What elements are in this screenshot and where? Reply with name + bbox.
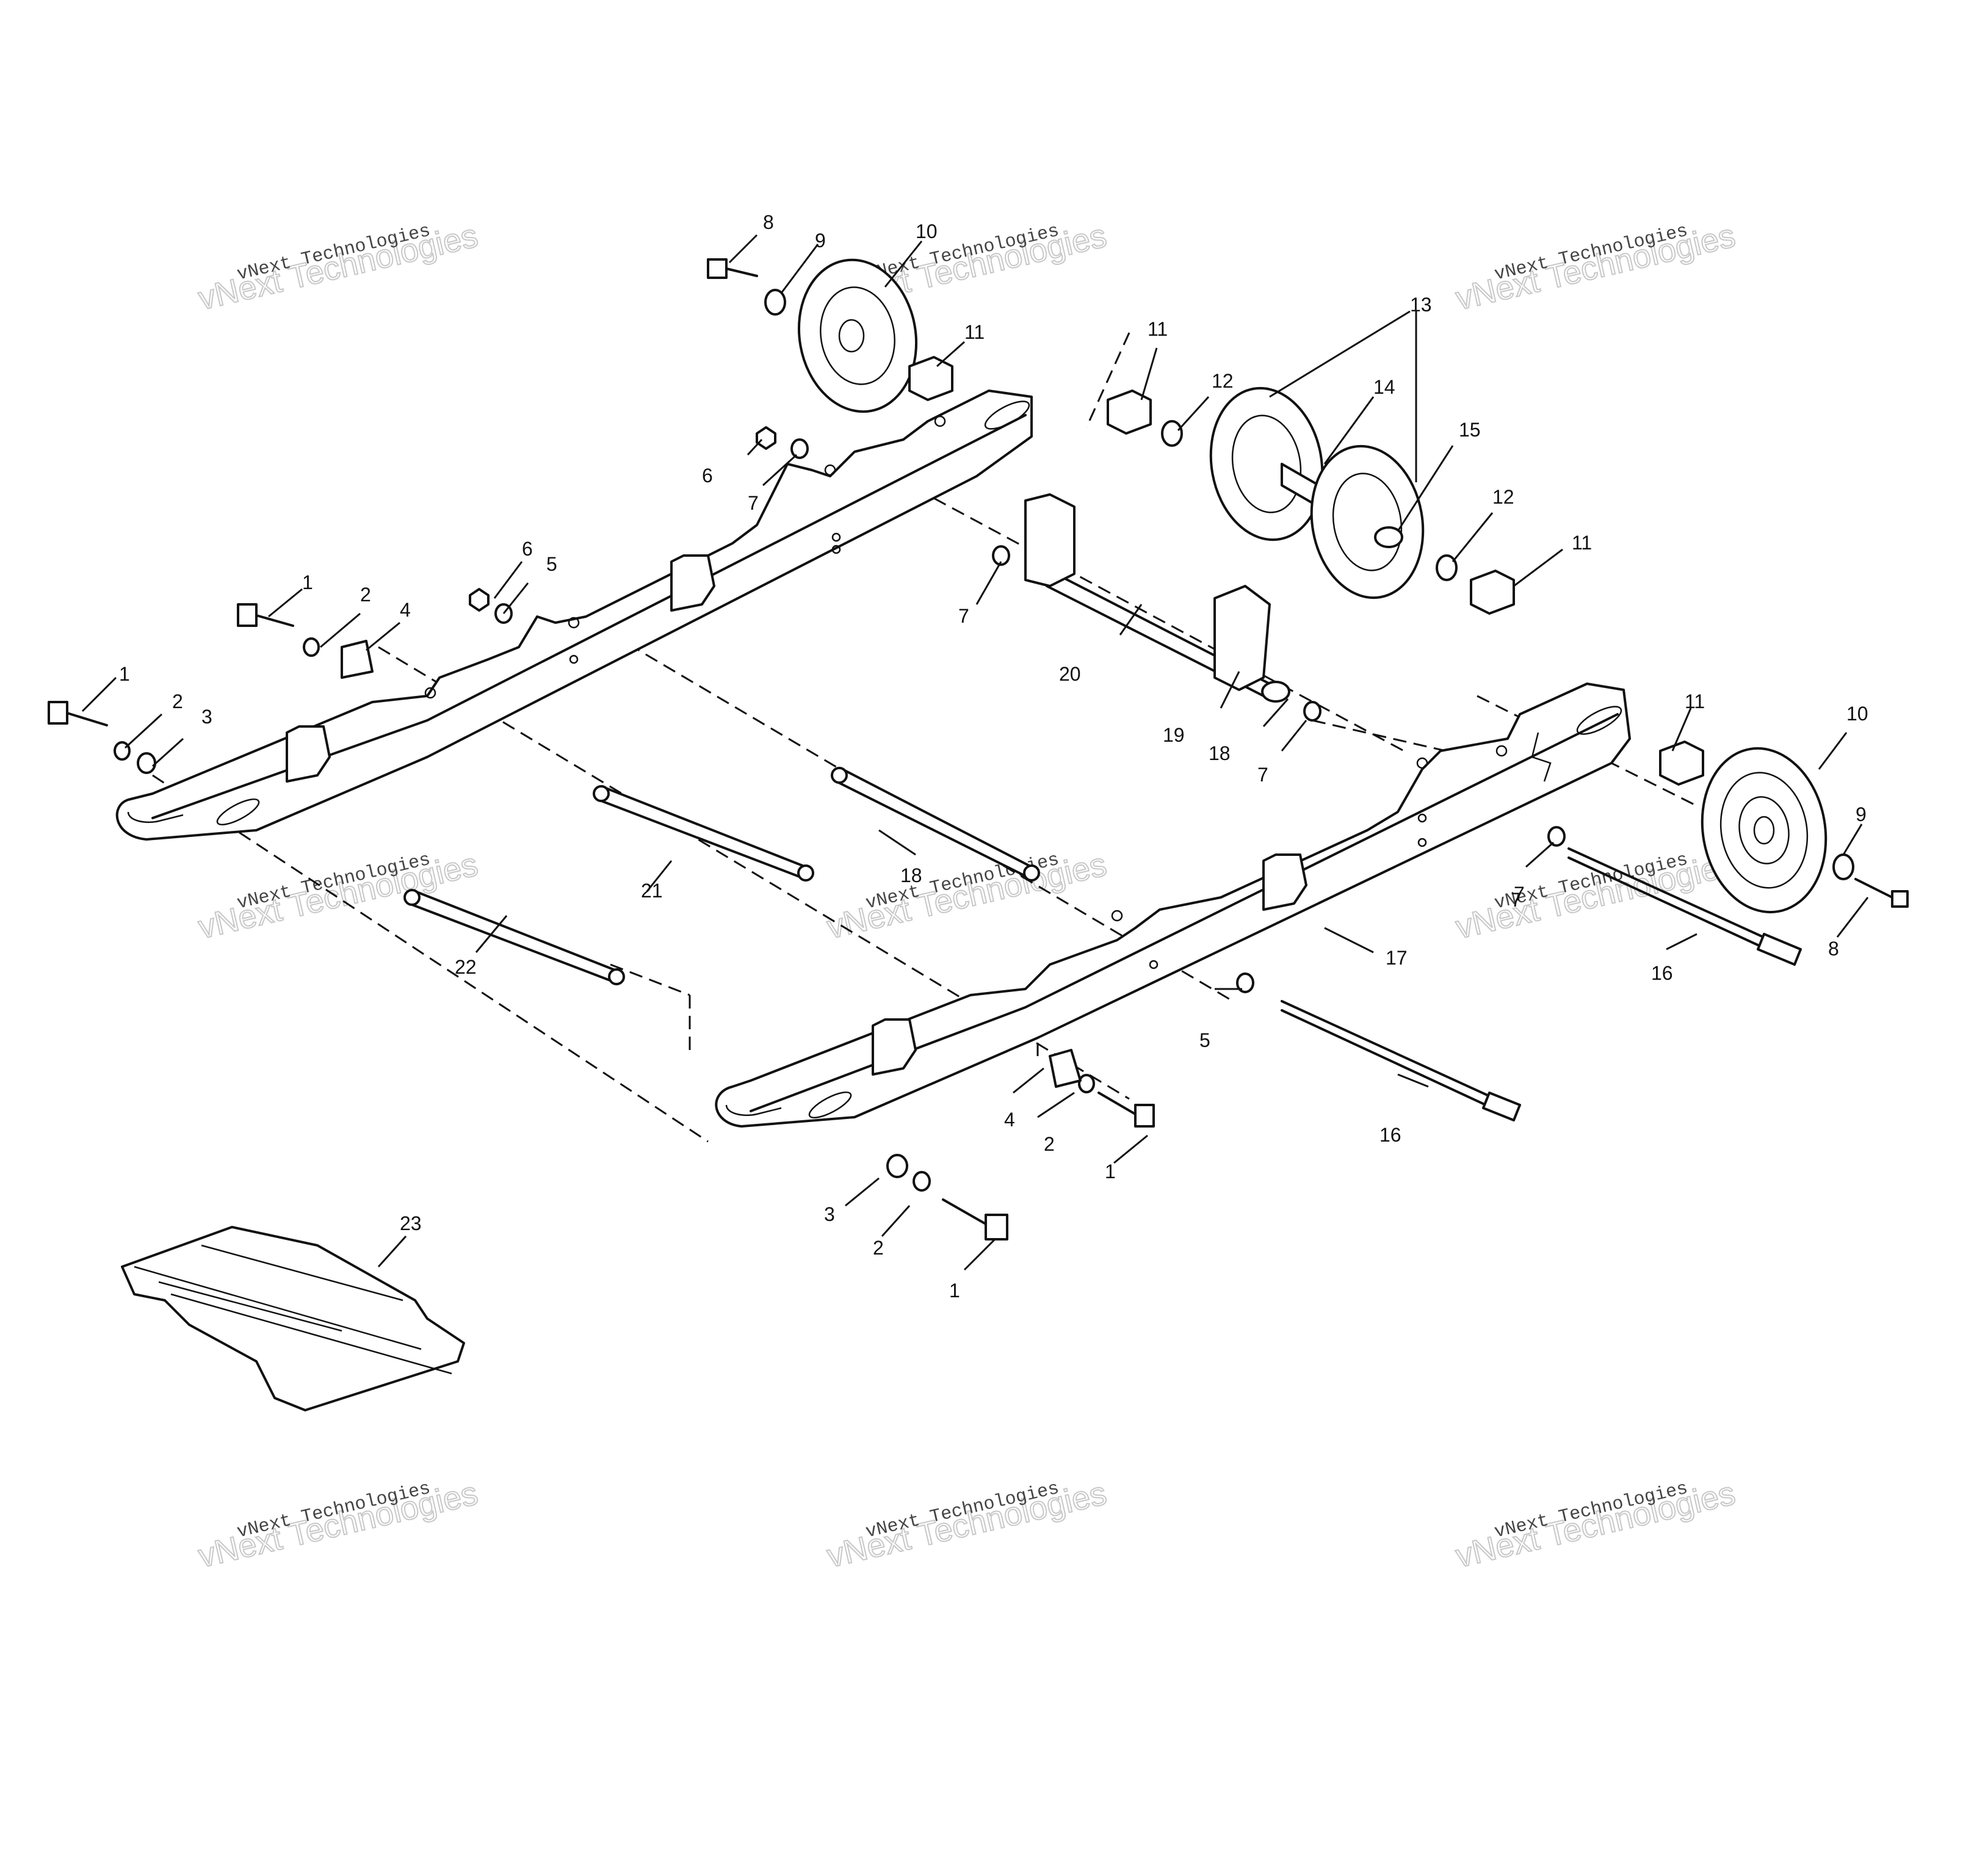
callout-6: 6 [522,538,533,560]
callout-12: 12 [1492,486,1514,508]
spacer-11-d [1659,741,1704,786]
callout-1: 1 [119,663,130,685]
callout-22: 22 [455,956,477,978]
callout-18: 18 [900,864,922,886]
callout-5: 5 [1199,1029,1210,1051]
callout-10: 10 [1846,703,1868,725]
callout-4: 4 [400,599,411,621]
watermark: vNext Technologies vNext Technologies [194,1474,482,1576]
callout-11: 11 [964,321,985,343]
callout-1: 1 [949,1280,960,1302]
callout-7: 7 [748,492,759,514]
callout-16: 16 [1651,962,1673,984]
callout-14: 14 [1373,376,1395,398]
callout-11: 11 [1572,532,1592,554]
callout-15: 15 [1459,419,1481,441]
left-rail [115,389,1033,841]
callout-3: 3 [824,1203,835,1225]
callout-2: 2 [1044,1133,1055,1155]
watermark: vNext Technologies vNext Technologies [194,217,482,318]
callout-7: 7 [1511,889,1522,911]
callout-12: 12 [1212,370,1234,392]
callout-2: 2 [360,584,371,606]
callout-4: 4 [1004,1109,1015,1131]
callout-8: 8 [763,211,774,233]
track [121,1226,465,1411]
spacer-11-c [1470,570,1515,615]
watermark: vNext Technologies vNext Technologies [1452,217,1739,318]
callout-8: 8 [1828,938,1839,960]
callout-18: 18 [1209,742,1231,764]
watermark: vNext Technologies vNext Technologies [194,846,482,947]
callout-13: 13 [1410,294,1432,316]
callout-7: 7 [1514,883,1525,905]
callout-11: 11 [1148,318,1168,340]
mount-brackets [1024,493,1271,691]
cross-shafts [403,570,1802,1121]
callouts: 1 1 1 1 2 2 2 2 3 3 4 4 5 5 6 6 7 7 7 7 … [119,211,1868,1302]
callout-3: 3 [201,706,212,728]
wheels [797,258,1828,914]
callout-11: 11 [1685,690,1705,712]
callout-2: 2 [873,1237,884,1259]
spacer-11-b [1107,389,1152,435]
callout-1: 1 [1105,1161,1116,1182]
callout-16: 16 [1379,1124,1401,1146]
callout-23: 23 [400,1212,422,1234]
callout-9: 9 [815,230,826,252]
spacer-11-a [908,356,953,401]
callout-2: 2 [172,690,183,712]
callout-9: 9 [1856,803,1867,825]
callout-19: 19 [1163,724,1185,746]
watermark: vNext Technologies vNext Technologies [823,846,1110,947]
callout-20: 20 [1059,663,1081,685]
watermark: vNext Technologies vNext Technologies [1452,846,1739,947]
hardware [48,258,1909,1240]
leader-lines [81,234,1869,1271]
callout-7: 7 [958,605,969,627]
callout-5: 5 [546,553,557,575]
watermark: vNext Technologies vNext Technologies [823,1474,1110,1576]
right-rail [715,683,1631,1128]
callout-21: 21 [641,880,663,902]
callout-7: 7 [1257,764,1268,786]
callout-17: 17 [1386,947,1408,969]
watermark: vNext Technologies vNext Technologies [1452,1474,1739,1576]
callout-10: 10 [916,220,938,242]
callout-6: 6 [702,465,713,487]
callout-1: 1 [302,571,313,593]
